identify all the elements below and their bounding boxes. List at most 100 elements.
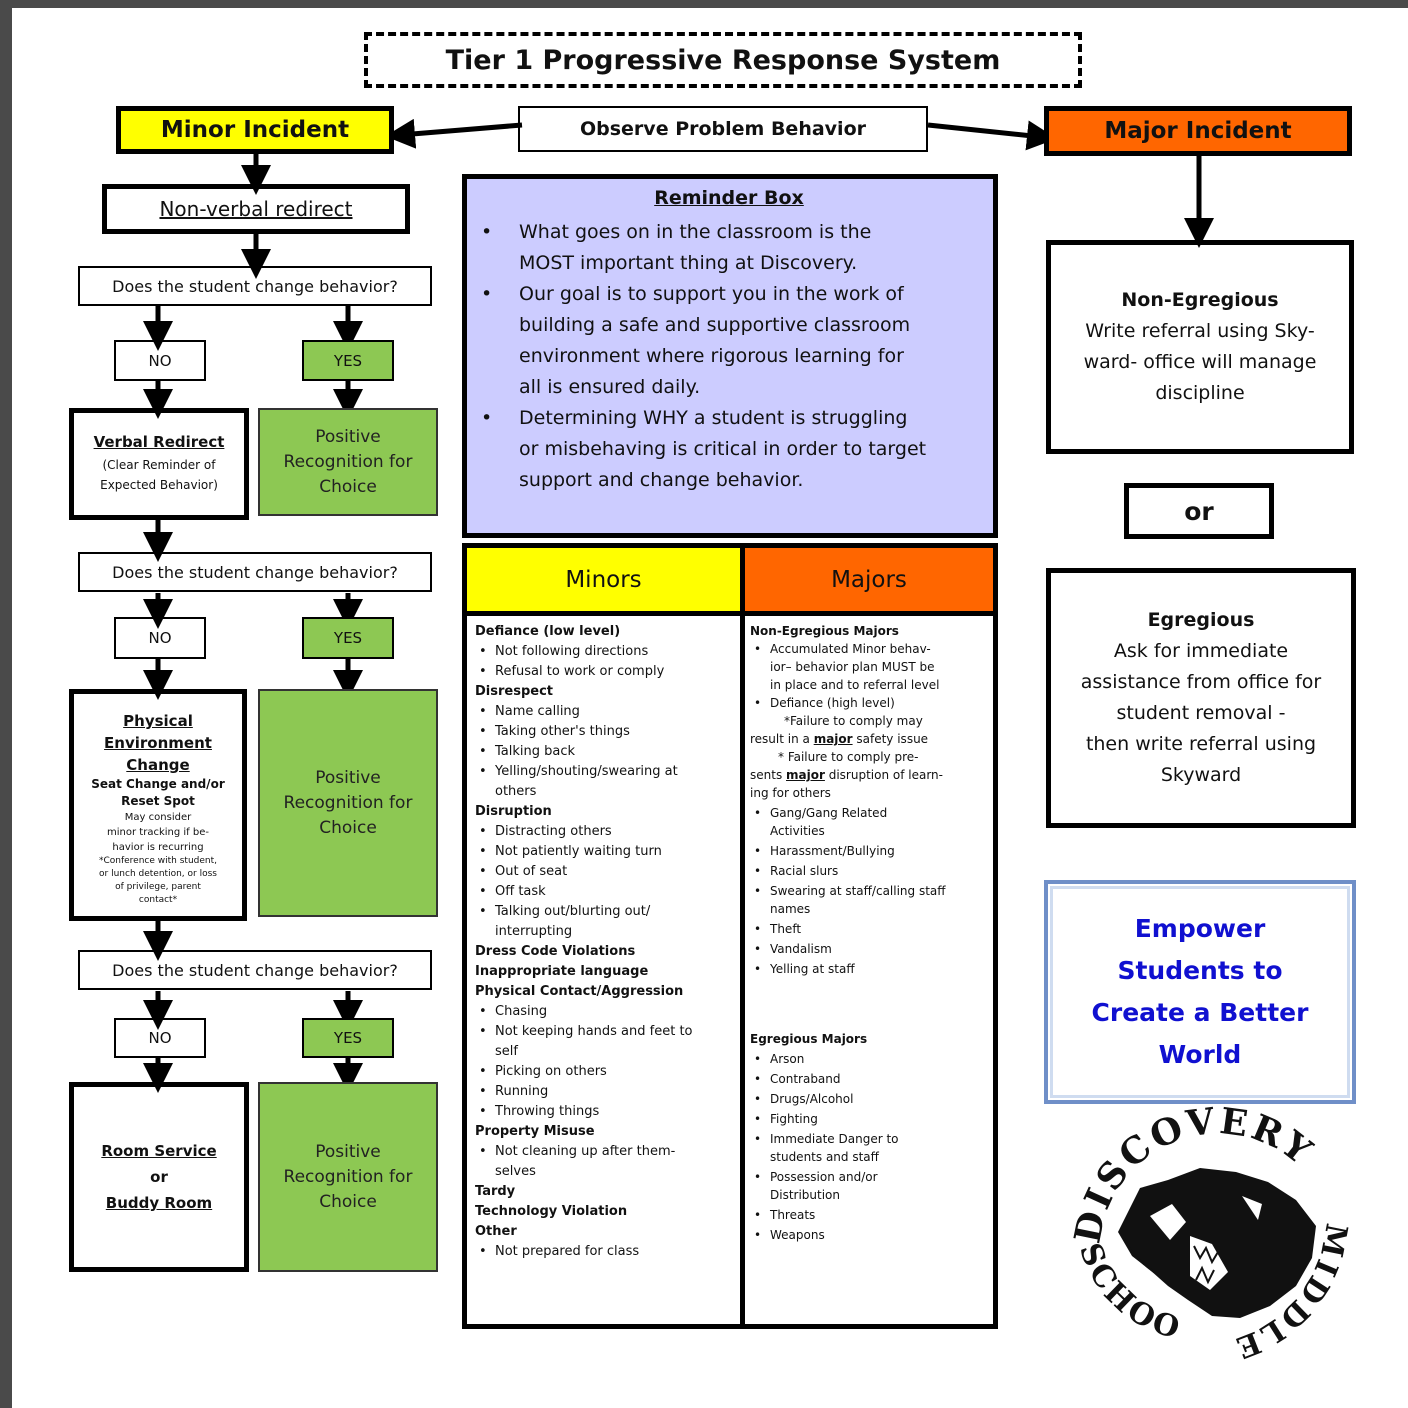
bullet-icon: • [481,221,493,243]
minor-item: Throwing things [475,1102,737,1122]
yes-box-3: YES [302,1018,394,1058]
minor-category: Defiance (low level) [475,624,621,639]
yes-label: YES [333,1029,363,1047]
major-item-line: Activities [770,824,825,838]
minor-category: Tardy [475,1184,516,1199]
minor-item-line: Talking out/blurting out/ [495,904,651,919]
minor-item-line: Throwing things [495,1104,600,1119]
reminder-item: •Our goal is to support you in the work … [477,279,981,403]
major-item: Theft [750,920,990,938]
physical-tiny: *Conference with student, [98,856,217,866]
positive-line: Recognition for [283,1166,413,1187]
minor-incident-box: Minor Incident [116,106,394,154]
room-service-label: Room Service [101,1142,217,1160]
nonverbal-box: Non-verbal redirect [102,184,410,234]
question-text: Does the student change behavior? [112,960,398,980]
physical-tiny: or lunch detention, or loss [99,869,217,879]
column-divider [740,616,745,1324]
major-item: Accumulated Minor behav-ior– behavior pl… [750,640,990,694]
or-label: or [1184,496,1214,526]
minor-item-line: self [495,1044,518,1059]
empower-box: Empower Students to Create a Better Worl… [1044,880,1356,1104]
observe-label: Observe Problem Behavior [579,118,866,140]
arrow-to-major [927,120,1057,151]
verbal-redirect-sub: Expected Behavior) [100,478,218,492]
positive-line: Recognition for [283,451,413,472]
failure-note: ing for others [750,786,831,800]
minor-item: Picking on others [475,1062,737,1082]
minor-item: Talking out/blurting out/interrupting [475,902,737,942]
major-item-line: Racial slurs [770,864,839,878]
major-item-line: students and staff [770,1150,879,1164]
minor-item-line: Distracting others [495,824,612,839]
minor-item: Distracting others [475,822,737,842]
major-item: Harassment/Bullying [750,842,990,860]
non-egregious-line: ward- office will manage [1083,351,1317,373]
minor-category: Dress Code Violations [475,944,636,959]
major-incident-label: Major Incident [1104,118,1292,144]
reminder-title: Reminder Box [654,187,804,209]
egregious-line: assistance from office for [1080,671,1322,693]
title-text: Tier 1 Progressive Response System [445,44,1001,76]
minor-item-line: Not following directions [495,644,649,659]
major-item-line: Yelling at staff [770,962,855,976]
minor-category: Disruption [475,804,552,819]
minor-item-line: Picking on others [495,1064,607,1079]
failure-note: result in a major safety issue [750,730,990,748]
positive-line: Choice [319,476,377,497]
minor-item: Out of seat [475,862,737,882]
failure-text: result in a [750,732,814,746]
minor-item-line: selves [495,1164,536,1179]
yes-label: YES [333,629,363,647]
minor-item: Chasing [475,1002,737,1022]
reminder-line: Our goal is to support you in the work o… [519,283,904,305]
major-item-line: Harassment/Bullying [770,844,895,858]
major-item: Drugs/Alcohol [750,1090,990,1108]
physical-tiny: of privilege, parent [115,882,201,892]
empower-line: Students to [1117,956,1283,985]
major-item-line: Immediate Danger to [770,1132,899,1146]
minor-item: Not cleaning up after them-selves [475,1142,737,1182]
physical-bold: Reset Spot [121,794,195,808]
egregious-line: Ask for immediate [1113,640,1289,662]
reminder-line: Determining WHY a student is struggling [519,407,908,429]
major-item-line: Fighting [770,1112,818,1126]
egregious-line: Skyward [1160,764,1242,786]
major-item-line: Defiance (high level) [770,696,895,710]
minor-item-line: Chasing [495,1004,548,1019]
major-category: Non-Egregious Majors [750,624,899,638]
majors-list: Non-Egregious MajorsAccumulated Minor be… [750,622,990,1244]
positive-line: Choice [319,1191,377,1212]
egregious-line: student removal - [1116,702,1286,724]
physical-title: Environment [104,734,212,752]
minor-item: Refusal to work or comply [475,662,737,682]
spacer [750,978,990,1030]
buddy-room-label: Buddy Room [105,1194,213,1212]
minors-list: Defiance (low level) Not following direct… [475,622,737,1262]
reminder-line: or misbehaving is critical in order to t… [519,438,927,460]
minor-item-line: Not patiently waiting turn [495,844,662,859]
non-egregious-line: discipline [1155,382,1245,404]
no-label: NO [148,629,172,647]
major-item-line: Vandalism [770,942,832,956]
verbal-redirect-sub: (Clear Reminder of [102,458,216,472]
major-item: Arson [750,1050,990,1068]
major-item: Yelling at staff [750,960,990,978]
major-item: Immediate Danger to students and staff [750,1130,990,1166]
yes-box-2: YES [302,617,394,659]
minor-item-line: Refusal to work or comply [495,664,665,679]
non-egregious-line: Write referral using Sky- [1085,320,1315,342]
no-label: NO [148,351,172,370]
nonverbal-label: Non-verbal redirect [159,197,353,221]
physical-change-box: Physical Environment Change Seat Change … [69,689,247,921]
major-item-line: Distribution [770,1188,841,1202]
major-item-line: Drugs/Alcohol [770,1092,854,1106]
reminder-line: support and change behavior. [519,469,804,491]
reminder-line: all is ensured daily. [519,376,701,398]
major-item-line: Gang/Gang Related [770,806,888,820]
failure-text: disruption of learn- [824,768,943,782]
physical-bold: Seat Change and/or [91,777,225,791]
or-box: or [1124,483,1274,539]
major-item: Vandalism [750,940,990,958]
